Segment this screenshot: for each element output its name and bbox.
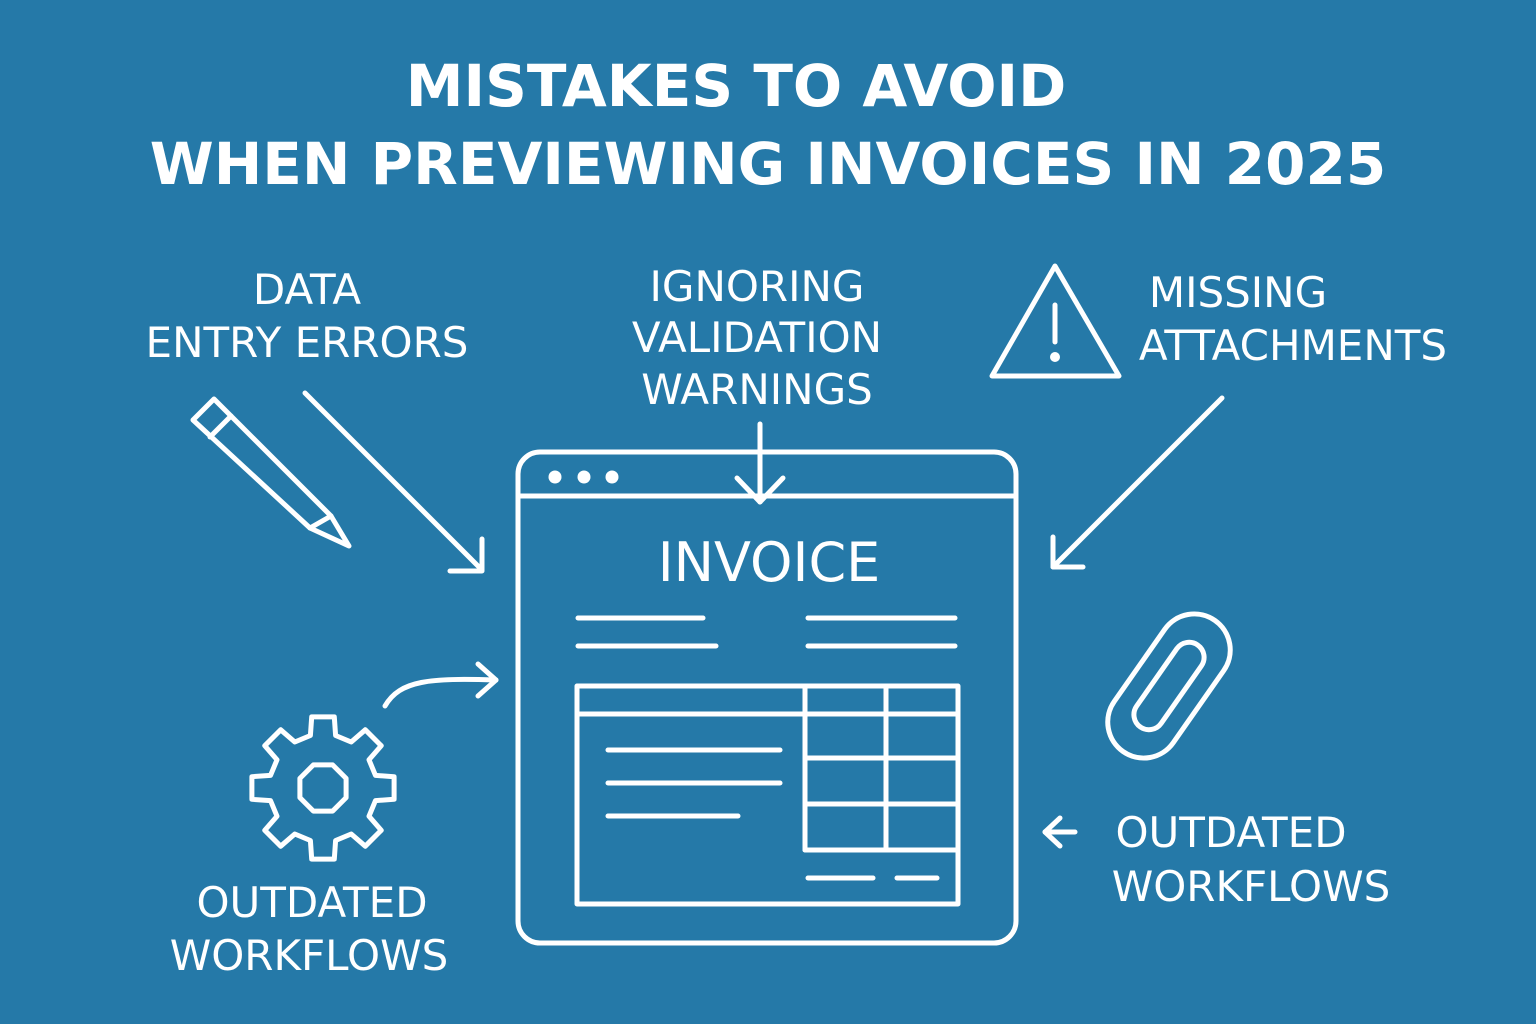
label-outdated-right-line-1: OUTDATED	[1115, 808, 1346, 857]
invoice-window: INVOICE	[515, 449, 1019, 946]
gear-icon	[249, 714, 397, 862]
invoice-heading: INVOICE	[658, 531, 881, 594]
label-validation-line-2: VALIDATION	[632, 313, 882, 362]
invoice-header-lines	[575, 615, 958, 649]
pencil-icon	[190, 396, 352, 549]
arrow-attachments	[1050, 395, 1225, 570]
label-attachments-line-2: ATTACHMENTS	[1139, 321, 1447, 370]
warning-triangle-icon	[989, 263, 1122, 379]
invoice-table	[574, 683, 961, 907]
title-line-1: MISTAKES TO AVOID	[406, 52, 1066, 120]
label-attachments-line-1: MISSING	[1149, 268, 1327, 317]
label-validation-line-3: WARNINGS	[641, 365, 873, 414]
arrow-outdated-right	[1042, 815, 1078, 849]
label-outdated-left-line-2: WORKFLOWS	[170, 931, 449, 980]
label-outdated-right-line-2: WORKFLOWS	[1112, 862, 1391, 911]
arrow-outdated-left	[382, 661, 499, 709]
title-line-2: WHEN PREVIEWING INVOICES IN 2025	[150, 130, 1386, 198]
label-data-entry-line-1: DATA	[253, 265, 361, 314]
paperclip-icon	[1105, 611, 1233, 761]
arrow-data-entry	[302, 390, 485, 574]
window-dots	[548, 470, 619, 484]
label-data-entry-line-2: ENTRY ERRORS	[146, 318, 469, 367]
window-frame	[515, 449, 1019, 946]
arrow-validation	[734, 421, 786, 505]
label-validation-line-1: IGNORING	[650, 262, 865, 311]
label-outdated-left-line-1: OUTDATED	[196, 878, 427, 927]
